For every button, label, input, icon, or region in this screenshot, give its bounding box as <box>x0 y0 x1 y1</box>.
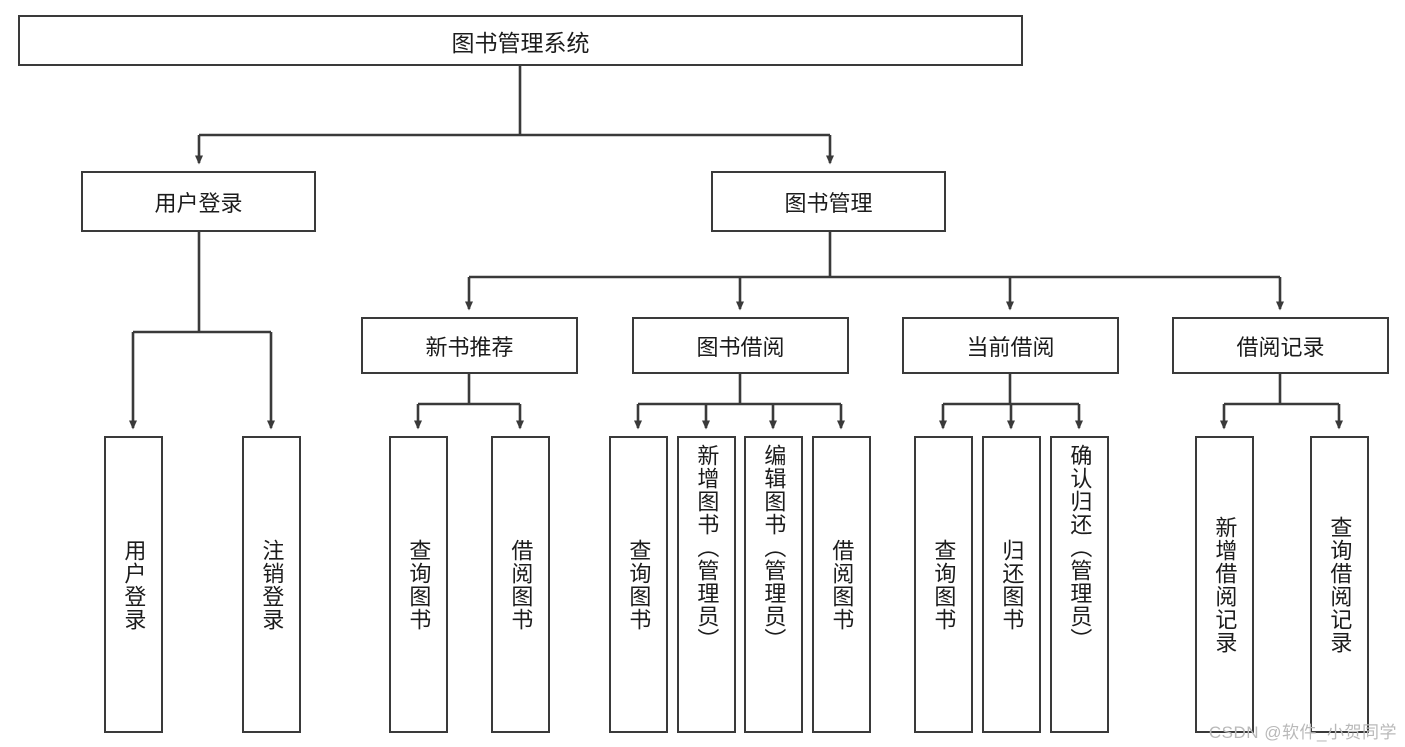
leaf-inner: 用户登录 <box>106 438 161 731</box>
leaf-query-book-borrow[interactable]: 查询图书 <box>609 436 668 733</box>
node-book-management[interactable]: 图书管理 <box>711 171 946 232</box>
leaf-inner: 编辑图书（管理员） <box>746 438 801 737</box>
leaf-label: 借阅图书 <box>829 538 855 631</box>
leaf-inner: 注销登录 <box>244 438 299 731</box>
leaf-label: 查询图书 <box>406 538 432 631</box>
leaf-inner: 查询借阅记录 <box>1312 438 1367 731</box>
node-user-login[interactable]: 用户登录 <box>81 171 316 232</box>
leaf-label: 编辑图书（管理员） <box>761 444 787 651</box>
leaf-borrow-book-recommend[interactable]: 借阅图书 <box>491 436 550 733</box>
leaf-inner: 确认归还（管理员） <box>1052 438 1107 737</box>
node-root-system[interactable]: 图书管理系统 <box>18 15 1023 66</box>
leaf-add-book-admin[interactable]: 新增图书（管理员） <box>677 436 736 733</box>
leaf-label: 查询图书 <box>931 538 957 631</box>
leaf-label: 查询借阅记录 <box>1327 515 1353 654</box>
leaf-add-borrow-record[interactable]: 新增借阅记录 <box>1195 436 1254 733</box>
leaf-label: 确认归还（管理员） <box>1067 444 1093 651</box>
leaf-query-book-recommend[interactable]: 查询图书 <box>389 436 448 733</box>
node-current-borrow[interactable]: 当前借阅 <box>902 317 1119 374</box>
node-label: 当前借阅 <box>966 334 1055 360</box>
node-label: 图书管理 <box>784 190 873 216</box>
leaf-inner: 新增借阅记录 <box>1197 438 1252 731</box>
leaf-label: 查询图书 <box>626 538 652 631</box>
leaf-inner: 新增图书（管理员） <box>679 438 734 737</box>
leaf-label: 归还图书 <box>999 538 1025 631</box>
leaf-borrow-book[interactable]: 借阅图书 <box>812 436 871 733</box>
node-label: 图书管理系统 <box>451 29 590 56</box>
leaf-logout[interactable]: 注销登录 <box>242 436 301 733</box>
leaf-inner: 借阅图书 <box>493 438 548 731</box>
node-label: 用户登录 <box>154 190 243 216</box>
node-new-book-recommend[interactable]: 新书推荐 <box>361 317 578 374</box>
leaf-label: 借阅图书 <box>508 538 534 631</box>
leaf-query-book-current[interactable]: 查询图书 <box>914 436 973 733</box>
node-borrow-record[interactable]: 借阅记录 <box>1172 317 1389 374</box>
node-label: 图书借阅 <box>696 334 785 360</box>
leaf-user-login[interactable]: 用户登录 <box>104 436 163 733</box>
node-label: 借阅记录 <box>1236 334 1325 360</box>
leaf-label: 新增借阅记录 <box>1212 515 1238 654</box>
node-label: 新书推荐 <box>425 334 514 360</box>
leaf-inner: 查询图书 <box>611 438 666 731</box>
leaf-query-borrow-record[interactable]: 查询借阅记录 <box>1310 436 1369 733</box>
leaf-inner: 归还图书 <box>984 438 1039 731</box>
leaf-confirm-return-admin[interactable]: 确认归还（管理员） <box>1050 436 1109 733</box>
leaf-return-book[interactable]: 归还图书 <box>982 436 1041 733</box>
leaf-inner: 查询图书 <box>391 438 446 731</box>
watermark-text: CSDN @软件_小贺同学 <box>1208 723 1397 742</box>
leaf-label: 用户登录 <box>121 538 147 631</box>
leaf-label: 注销登录 <box>259 538 285 631</box>
leaf-inner: 查询图书 <box>916 438 971 731</box>
leaf-inner: 借阅图书 <box>814 438 869 731</box>
node-book-borrow[interactable]: 图书借阅 <box>632 317 849 374</box>
leaf-label: 新增图书（管理员） <box>694 444 720 651</box>
leaf-edit-book-admin[interactable]: 编辑图书（管理员） <box>744 436 803 733</box>
